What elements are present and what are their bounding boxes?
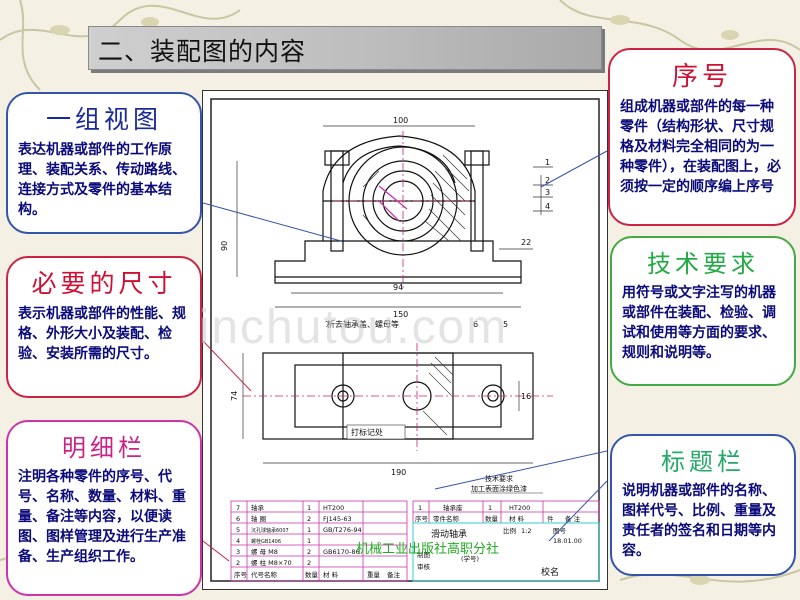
callout-views: 一组视图 表达机器或部件的工作原理、装配关系、传动路线、连接方式及零件的基本结构…	[6, 92, 202, 234]
bom-right-header-qty: 数量	[485, 514, 499, 523]
dim-label-94: 94	[393, 283, 403, 292]
callout-parts-list-body: 注明各种零件的序号、代号、名称、数量、材料、重量、备注等内容，以便读图、图样管理…	[18, 469, 186, 565]
balloon-3: 3	[545, 188, 550, 197]
bom-right-qty: 1	[488, 504, 492, 512]
balloon-4: 4	[545, 202, 550, 211]
balloon-2: 2	[545, 176, 550, 185]
dim-label-74: 74	[230, 391, 239, 401]
title-block-checker: 审核	[417, 562, 431, 571]
dim-label-16: 16	[521, 392, 531, 401]
bom-row-name: 螺 母 M8	[251, 547, 278, 556]
publisher-label: 机械工业出版社高职分社	[356, 542, 500, 557]
page-title: 二、装配图的内容	[98, 37, 307, 66]
callout-parts-list: 明细栏 注明各种零件的序号、代号、名称、数量、材料、重量、备注等内容，以便读图、…	[6, 420, 202, 596]
title-block-sheet-label: 图号	[553, 527, 567, 535]
bom-row-qty: 1	[307, 537, 311, 545]
title-block-designer: (学号)	[461, 554, 479, 563]
bom-right-name: 轴承座	[443, 503, 463, 512]
bom-header-name: 代号名称	[251, 570, 278, 579]
bom-row-name: 轴 圈	[251, 514, 266, 523]
callout-dimensions: 必要的尺寸 表示机器或部件的性能、规格、外形大小及装配、检验、安装所需的尺寸。	[6, 256, 202, 398]
bom-row-no: 2	[236, 559, 240, 567]
callout-serial-numbers: 序号 组成机器或部件的每一种零件（结构形状、尺寸规格及材料完全相同的为一种零件）…	[608, 48, 796, 226]
bom-right-header-name: 零件名称	[433, 514, 460, 523]
callout-tech-requirements-heading: 技术要求	[647, 250, 759, 278]
bom-row-name: 轴承	[251, 503, 265, 512]
title-block-scale-label: 比例	[503, 526, 516, 535]
callout-5: 5	[503, 320, 508, 329]
bom-row-code: GB/T276-94	[323, 526, 362, 534]
callout-tech-requirements-body: 用符号或文字注写的机器或部件在装配、检验、调试和使用等方面的要求、规则和说明等。	[622, 285, 776, 361]
callout-dimensions-heading: 必要的尺寸	[31, 269, 177, 298]
bom-header-mat: 材 料	[323, 570, 339, 579]
callout-7: 7	[325, 320, 330, 329]
tech-req-title: 技术要求	[485, 474, 513, 483]
marking-stamp: 打标记处	[351, 427, 383, 437]
bom-row-no: 6	[236, 515, 240, 523]
title-block-scale: 1:2	[521, 527, 531, 535]
watermark: jinchutou.com	[186, 301, 509, 354]
dim-label-190: 190	[391, 468, 406, 477]
bom-row-code: GB6170-86	[323, 548, 360, 556]
bom-row-qty: 1	[307, 526, 311, 534]
bom-row-name: 螺 柱 M8×70	[251, 558, 292, 567]
bom-row-no: 4	[236, 537, 240, 545]
title-block-school: 校名	[541, 566, 559, 578]
callout-title-block-body: 说明机器或部件的名称、图样代号、比例、重量及责任者的签名和日期等内容。	[622, 483, 776, 559]
title-block-date: 18.01.00	[553, 537, 582, 545]
bom-row-name: 沉孔球轴承6007	[251, 527, 289, 534]
callout-tech-requirements: 技术要求 用符号或文字注写的机器或部件在装配、检验、调试和使用等方面的要求、规则…	[610, 236, 796, 386]
bom-right-header-mat: 材 料	[509, 514, 525, 523]
assembly-drawing: 100 150 94 90 22 1 2 3 4 折去轴承盖、螺母等 7 6 5	[202, 90, 608, 590]
callout-title-block: 标题栏 说明机器或部件的名称、图样代号、比例、重量及责任者的签名和日期等内容。	[610, 434, 796, 576]
bom-header-note: 备注	[387, 570, 401, 579]
bom-row-no: 7	[236, 504, 240, 512]
callout-views-heading: 一组视图	[45, 105, 162, 134]
bom-row-qty: 2	[307, 515, 311, 523]
dim-label-100: 100	[393, 116, 408, 125]
title-block-maker: 制图	[417, 550, 430, 559]
dim-label-150: 150	[393, 310, 408, 319]
assembly-drawing-svg: 100 150 94 90 22 1 2 3 4 折去轴承盖、螺母等 7 6 5	[202, 98, 608, 582]
section-note: 折去轴承盖、螺母等	[327, 319, 399, 329]
bom-row-qty: 2	[307, 559, 311, 567]
bom-row-qty: 1	[307, 504, 311, 512]
bom-row-no: 5	[236, 526, 240, 534]
callout-views-body: 表达机器或部件的工作原理、装配关系、传动路线、连接方式及零件的基本结构。	[18, 142, 186, 218]
bom-row-code: FJ145-63	[323, 515, 352, 523]
callout-title-block-heading: 标题栏	[661, 448, 745, 476]
bom-row-qty: 2	[307, 548, 311, 556]
callout-serial-numbers-body: 组成机器或部件的每一种零件（结构形状、尺寸规格及材料完全相同的为一种零件），在装…	[620, 99, 781, 195]
bom-header-no: 序号	[234, 570, 248, 579]
title-banner	[88, 26, 602, 70]
bom-header-wt: 重量	[367, 571, 381, 579]
bom-header-qty: 数量	[305, 570, 319, 579]
bom-row-mat: HT200	[323, 504, 344, 512]
tech-req-text: 加工表面涂绿色漆	[471, 484, 527, 493]
bom-row-no: 3	[236, 548, 240, 556]
callout-serial-numbers-heading: 序号	[671, 62, 732, 92]
bom-right-mat: HT200	[509, 504, 530, 512]
callout-parts-list-heading: 明细栏	[62, 434, 146, 462]
title-block-name: 滑动轴承	[431, 528, 467, 540]
front-view	[274, 131, 522, 291]
callout-6: 6	[473, 320, 478, 329]
dim-label-22: 22	[521, 238, 531, 247]
callout-dimensions-body: 表示机器或部件的性能、规格、外形大小及装配、检验、安装所需的尺寸。	[18, 306, 186, 362]
dim-label-90: 90	[220, 241, 229, 251]
bom-right-header-wt: 件	[547, 514, 554, 523]
bom-row-name: 螺栓GB1406	[251, 538, 281, 545]
bom-right-header-no: 序号	[415, 514, 429, 523]
bom-right-no: 1	[418, 504, 422, 512]
balloon-1: 1	[545, 158, 550, 167]
bom-right-header-note: 备 注	[565, 514, 581, 523]
